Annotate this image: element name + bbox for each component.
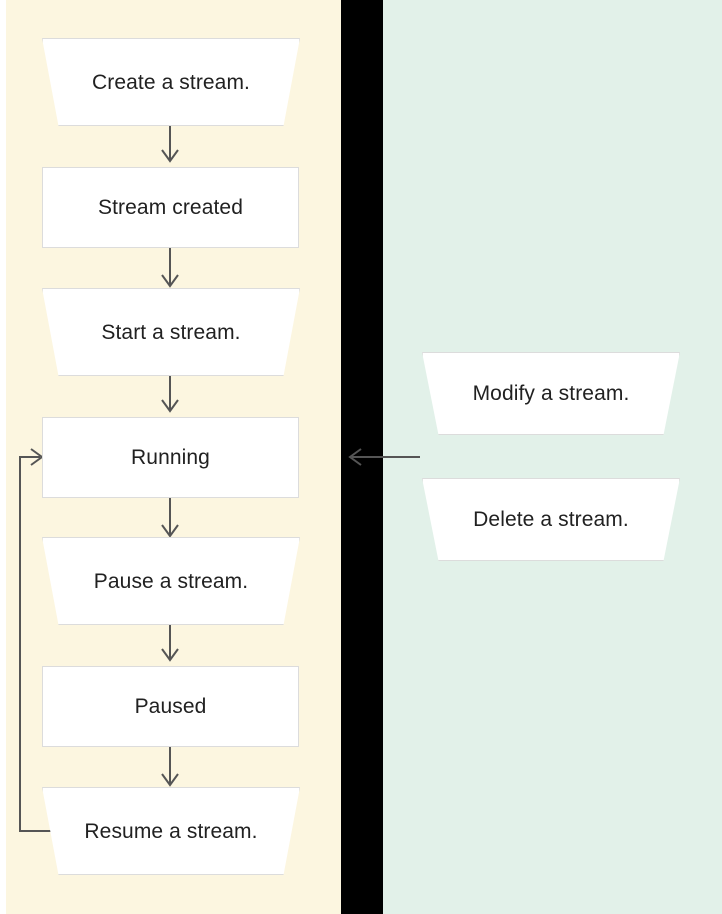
divider-lane-background — [341, 0, 383, 914]
node-label: Stream created — [98, 196, 243, 219]
node-running[interactable]: Running — [42, 417, 299, 498]
node-label: Create a stream. — [92, 70, 250, 94]
node-modify-a-stream[interactable]: Modify a stream. — [422, 352, 680, 435]
node-paused[interactable]: Paused — [42, 666, 299, 747]
node-label: Delete a stream. — [473, 508, 629, 531]
trapezoid-shape — [42, 537, 300, 625]
trapezoid-shape — [42, 787, 300, 875]
trapezoid-shape — [422, 352, 680, 435]
node-create-a-stream[interactable]: Create a stream. — [42, 38, 300, 126]
node-label: Resume a stream. — [84, 819, 258, 843]
node-pause-a-stream[interactable]: Pause a stream. — [42, 537, 300, 625]
trapezoid-shape — [42, 288, 300, 376]
node-resume-a-stream[interactable]: Resume a stream. — [42, 787, 300, 875]
right-lane-background — [383, 0, 722, 914]
node-label: Modify a stream. — [472, 382, 630, 405]
trapezoid-shape — [42, 38, 300, 126]
node-stream-created[interactable]: Stream created — [42, 167, 299, 248]
node-delete-a-stream[interactable]: Delete a stream. — [422, 478, 680, 561]
node-label: Start a stream. — [101, 320, 241, 344]
node-label: Paused — [134, 695, 207, 718]
node-label: Pause a stream. — [93, 569, 249, 593]
node-label: Running — [131, 446, 210, 469]
node-start-a-stream[interactable]: Start a stream. — [42, 288, 300, 376]
